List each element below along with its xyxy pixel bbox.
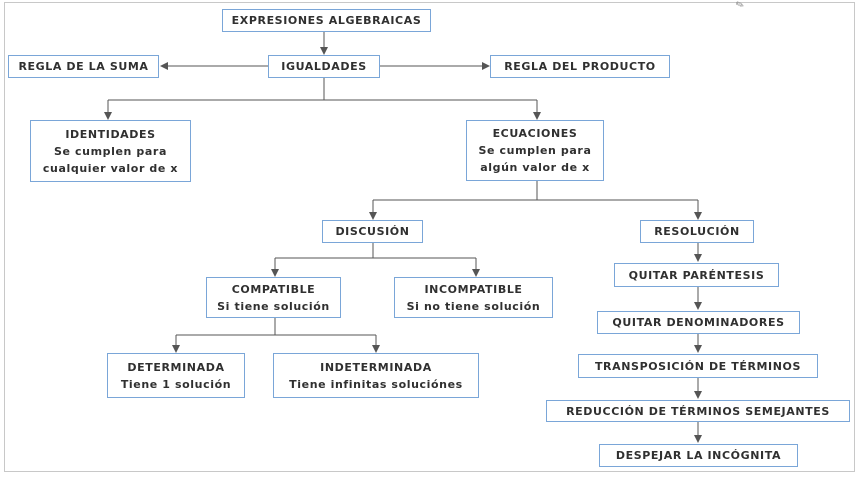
node-title: DETERMINADA [127,360,225,374]
node-determinada[interactable]: DETERMINADA Tiene 1 solución [107,353,245,398]
node-label: RESOLUCIÓN [654,225,740,238]
node-label: EXPRESIONES ALGEBRAICAS [231,14,422,27]
node-label: REGLA DEL PRODUCTO [504,60,656,73]
node-quitar-parentesis[interactable]: QUITAR PARÉNTESIS [614,263,779,287]
node-line: Si no tiene solución [406,299,541,313]
node-label: QUITAR PARÉNTESIS [628,268,765,282]
node-reduccion-de-terminos[interactable]: REDUCCIÓN DE TÉRMINOS SEMEJANTES [546,400,850,422]
node-title: ECUACIONES [492,127,578,140]
node-regla-del-producto[interactable]: REGLA DEL PRODUCTO [490,55,670,78]
diagram-frame [4,2,855,472]
node-despejar-la-incognita[interactable]: DESPEJAR LA INCÓGNITA [599,444,798,467]
node-line: Tiene infinitas soluciónes [289,377,463,391]
node-line: Si tiene solución [217,299,330,313]
node-label: REGLA DE LA SUMA [18,60,149,73]
node-title: INDETERMINADA [320,360,432,374]
node-indeterminada[interactable]: INDETERMINADA Tiene infinitas soluciónes [273,353,479,398]
node-title: INCOMPATIBLE [424,282,523,296]
node-line: Se cumplen para [478,144,592,157]
node-label: DESPEJAR LA INCÓGNITA [615,449,782,462]
node-label: IGUALDADES [281,60,367,73]
node-regla-de-la-suma[interactable]: REGLA DE LA SUMA [8,55,159,78]
node-expresiones-algebraicas[interactable]: EXPRESIONES ALGEBRAICAS [222,9,431,32]
node-label: QUITAR DENOMINADORES [612,316,785,329]
node-discusion[interactable]: DISCUSIÓN [322,220,423,243]
node-resolucion[interactable]: RESOLUCIÓN [640,220,754,243]
node-label: DISCUSIÓN [335,225,410,238]
node-identidades[interactable]: IDENTIDADES Se cumplen para cualquier va… [30,120,191,182]
node-line: Tiene 1 solución [120,377,232,391]
node-title: IDENTIDADES [65,127,156,141]
node-line: Se cumplen para [54,144,167,158]
node-compatible[interactable]: COMPATIBLE Si tiene solución [206,277,341,318]
node-label: TRANSPOSICIÓN DE TÉRMINOS [594,359,802,373]
node-title: COMPATIBLE [231,282,316,296]
node-label: REDUCCIÓN DE TÉRMINOS SEMEJANTES [566,404,830,418]
node-quitar-denominadores[interactable]: QUITAR DENOMINADORES [597,311,800,334]
node-line: cualquier valor de x [42,161,179,175]
node-incompatible[interactable]: INCOMPATIBLE Si no tiene solución [394,277,553,318]
node-igualdades[interactable]: IGUALDADES [268,55,380,78]
node-transposicion-de-terminos[interactable]: TRANSPOSICIÓN DE TÉRMINOS [578,354,818,378]
node-line: algún valor de x [480,161,590,174]
node-ecuaciones[interactable]: ECUACIONES Se cumplen para algún valor d… [466,120,604,181]
